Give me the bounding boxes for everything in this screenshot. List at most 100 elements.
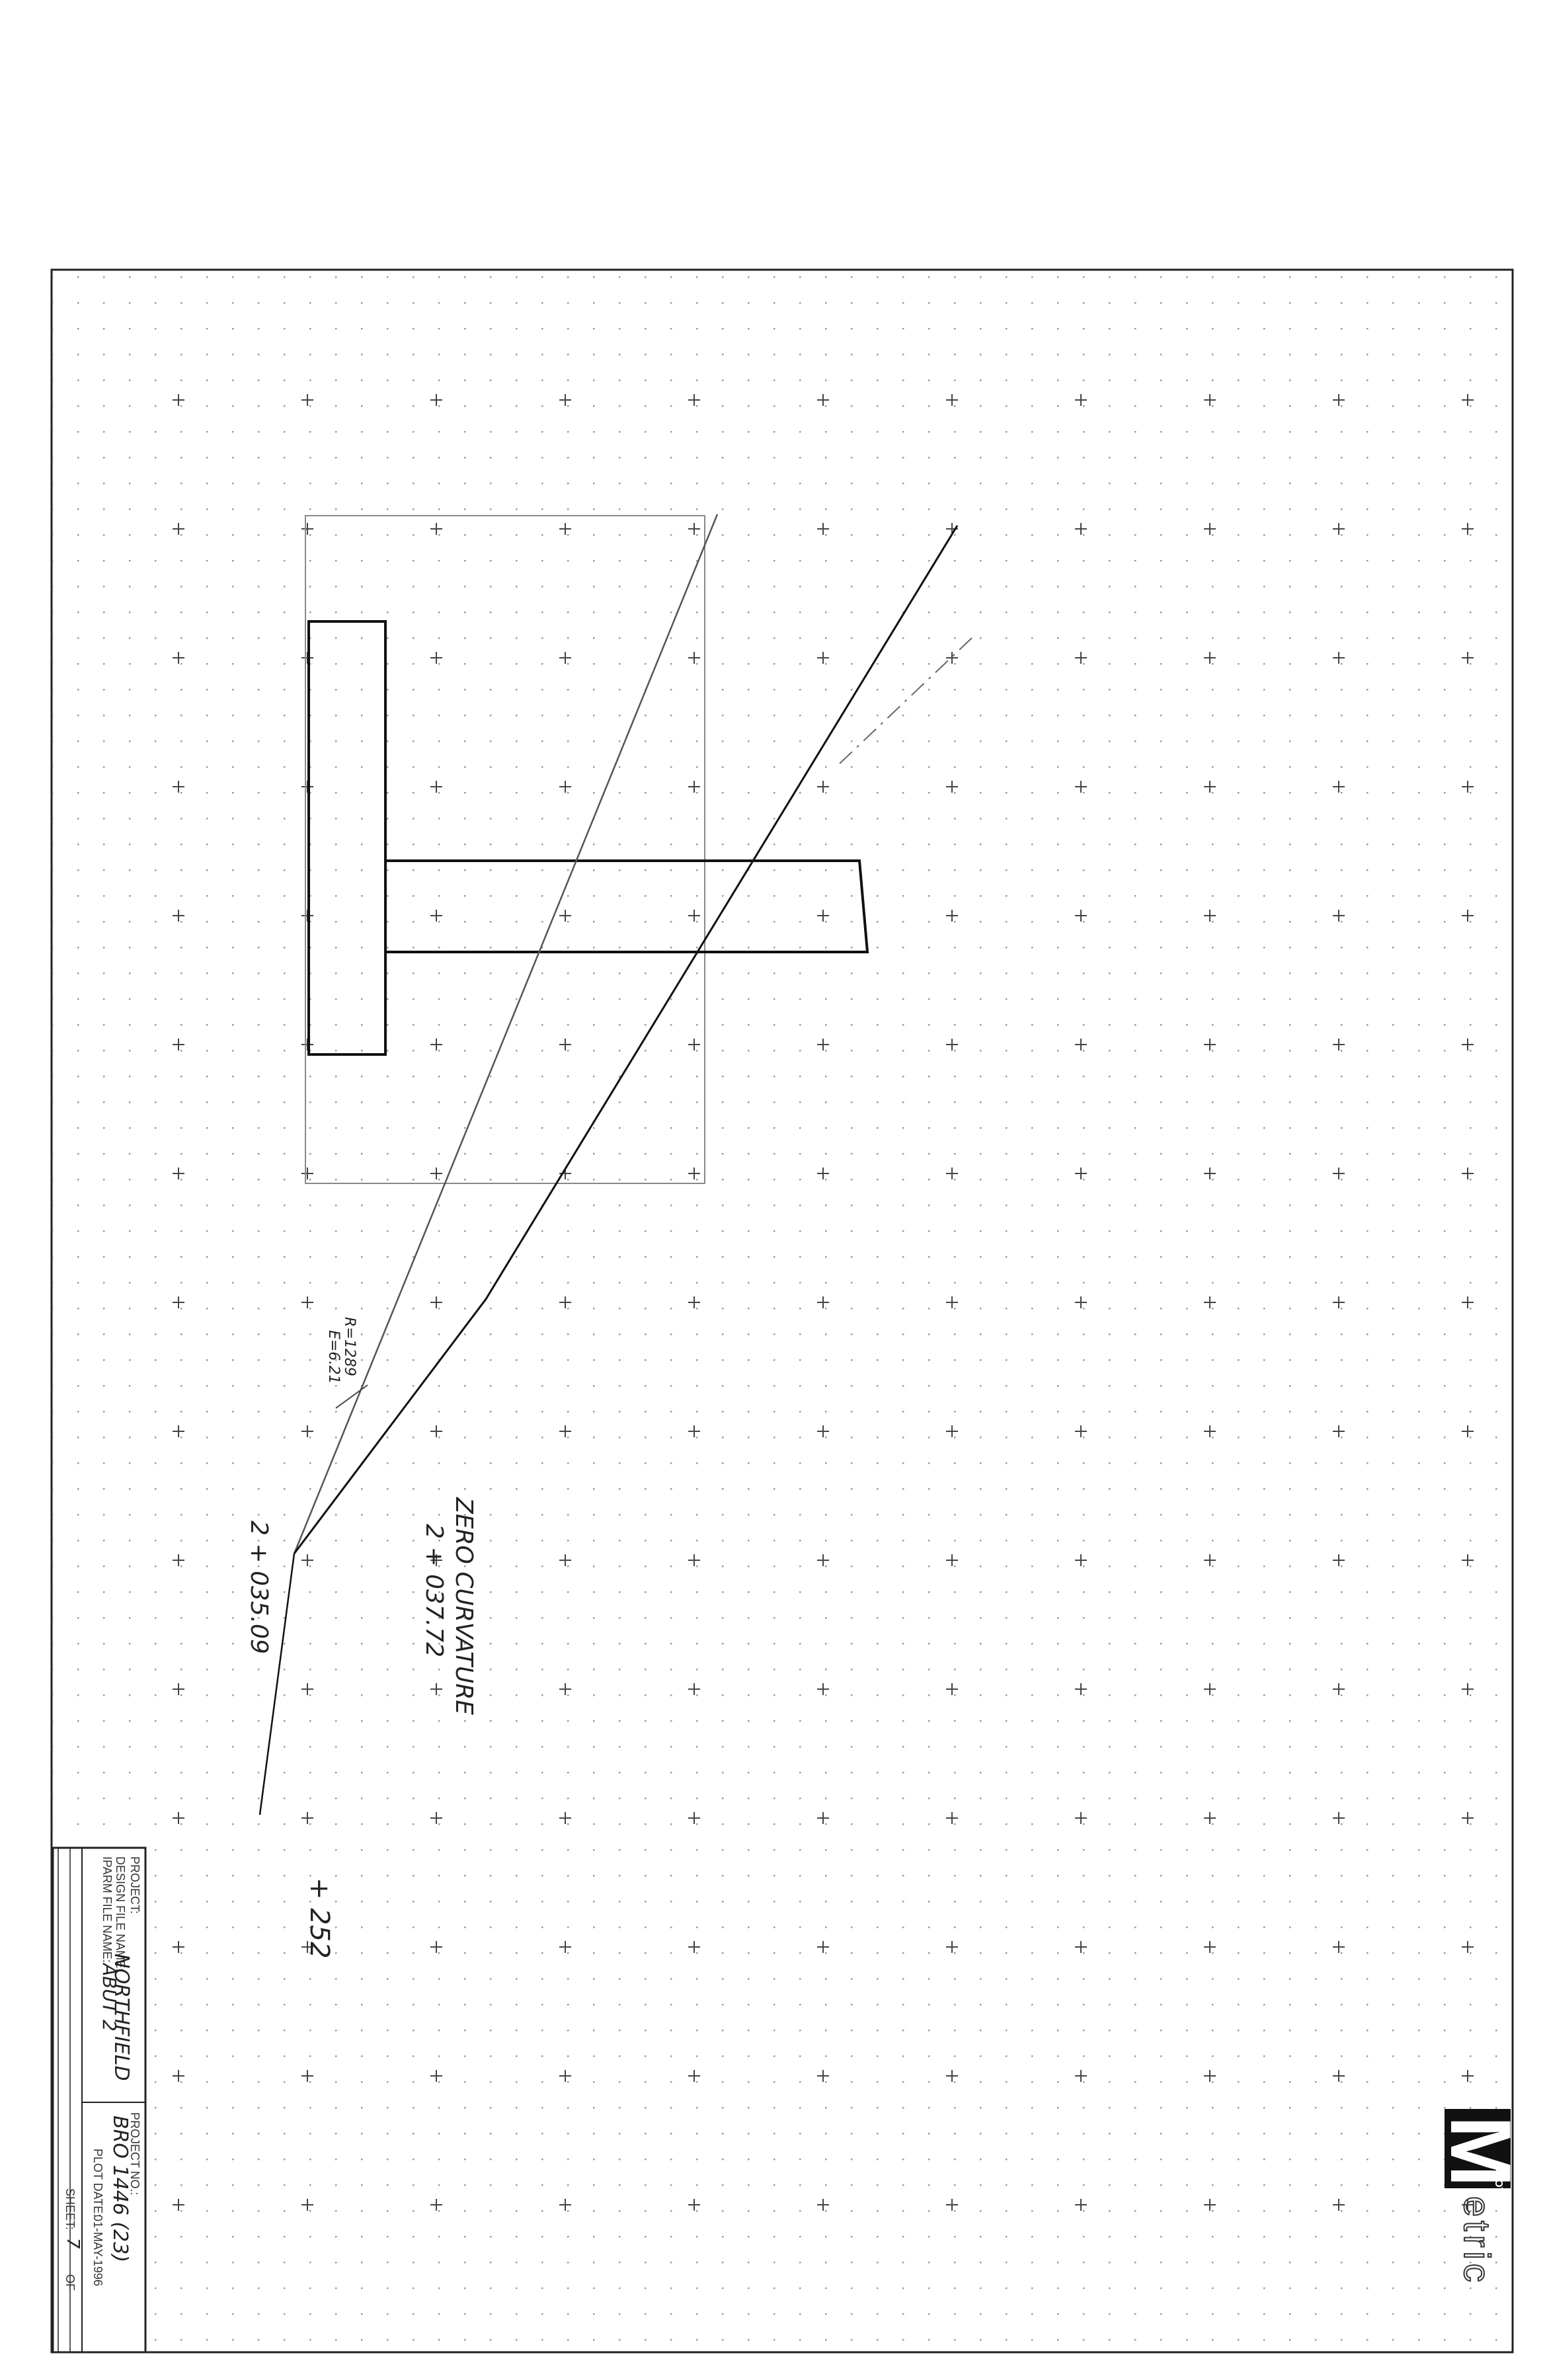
zero-curvature-label: ZERO CURVATURE xyxy=(450,1497,477,1715)
grid-cross xyxy=(301,1683,313,1695)
grid-cross xyxy=(946,2070,958,2082)
grid-cross xyxy=(559,1296,571,1308)
grid-cross xyxy=(1075,781,1087,793)
grid-cross xyxy=(430,1296,442,1308)
grid-cross xyxy=(430,523,442,535)
grid-cross xyxy=(1333,1812,1345,1824)
grid-cross xyxy=(1333,2070,1345,2082)
station-label-3: + 252 xyxy=(304,1878,335,1959)
metric-logo: M SDOT etric xyxy=(1433,2109,1529,2287)
grid-cross xyxy=(173,394,184,406)
grid-cross xyxy=(946,1812,958,1824)
grid-cross xyxy=(1333,1683,1345,1695)
grid-cross xyxy=(946,1039,958,1051)
grid-cross xyxy=(1204,1683,1216,1695)
grid-cross xyxy=(301,1168,313,1179)
grid-cross xyxy=(688,1554,700,1566)
grid-cross xyxy=(817,910,829,922)
grid-cross xyxy=(559,781,571,793)
parm-file-value: ABUT 2 xyxy=(99,1962,120,2032)
plot-date-label: PLOT DATE: xyxy=(91,2149,104,2217)
plot-date-value: 01-MAY-1996 xyxy=(91,2215,104,2286)
grid-cross xyxy=(1462,781,1474,793)
grid-cross xyxy=(946,652,958,664)
grid-cross xyxy=(946,1425,958,1437)
grid-cross xyxy=(173,1554,184,1566)
station-label-1: 2 + 035.09 xyxy=(245,1521,272,1654)
grid-cross xyxy=(946,1168,958,1179)
grid-cross xyxy=(688,523,700,535)
grid-cross xyxy=(430,1812,442,1824)
tangent-tail xyxy=(258,1553,296,1815)
grid-cross xyxy=(430,1941,442,1953)
grid-cross xyxy=(173,1039,184,1051)
grid-cross xyxy=(430,781,442,793)
grid-cross xyxy=(688,652,700,664)
grid-cross xyxy=(301,2070,313,2082)
project-label: PROJECT: xyxy=(128,1856,141,1914)
grid-cross xyxy=(173,652,184,664)
grid-cross xyxy=(1462,1941,1474,1953)
grid-crosses xyxy=(173,394,1474,2211)
metric-logo-tag: SDOT xyxy=(1493,2164,1504,2194)
grid-cross xyxy=(1462,523,1474,535)
grid-cross xyxy=(1075,1941,1087,1953)
grid-cross xyxy=(1204,781,1216,793)
grid-cross xyxy=(1075,1425,1087,1437)
grid-cross xyxy=(1204,1039,1216,1051)
grid-cross xyxy=(946,2199,958,2211)
grid-cross xyxy=(301,1425,313,1437)
note-leader xyxy=(335,1384,368,1409)
grid-cross xyxy=(817,652,829,664)
grid-cross xyxy=(1333,1941,1345,1953)
grid-cross xyxy=(301,523,313,535)
parm-file-label: IPARM FILE NAME: xyxy=(100,1856,114,1963)
grid-cross xyxy=(1333,394,1345,406)
grid-cross xyxy=(1333,781,1345,793)
title-block-frame xyxy=(52,1846,147,2354)
grid-cross xyxy=(817,1296,829,1308)
grid-cross xyxy=(430,1554,442,1566)
grid-cross xyxy=(173,1425,184,1437)
grid-cross xyxy=(1075,1168,1087,1179)
grid-cross xyxy=(1204,1812,1216,1824)
grid-cross xyxy=(946,781,958,793)
grid-cross xyxy=(688,394,700,406)
alignment-line-thin xyxy=(293,514,719,1554)
grid-cross xyxy=(817,523,829,535)
station-label-2: 2 + 037.72 xyxy=(420,1524,448,1657)
outline-box xyxy=(305,515,705,1184)
grid-cross xyxy=(688,1425,700,1437)
grid-cross xyxy=(301,1941,313,1953)
title-block: PROJECT: DESIGN FILE NAME: NORTHFIELD IP… xyxy=(52,1846,147,2354)
grid-cross xyxy=(1204,1941,1216,1953)
grid-cross xyxy=(559,1554,571,1566)
grid-cross xyxy=(1075,394,1087,406)
grid-cross xyxy=(817,2070,829,2082)
design-file-label: DESIGN FILE NAME: xyxy=(114,1856,127,1971)
grid-cross xyxy=(559,1683,571,1695)
grid-cross xyxy=(1462,1296,1474,1308)
grid-cross xyxy=(688,1941,700,1953)
grid-cross xyxy=(1462,2199,1474,2211)
grid-cross xyxy=(301,1554,313,1566)
grid-cross xyxy=(559,2070,571,2082)
grid-cross xyxy=(559,523,571,535)
grid-cross xyxy=(559,2199,571,2211)
grid-cross xyxy=(173,910,184,922)
grid-cross xyxy=(946,394,958,406)
grid-cross xyxy=(559,1425,571,1437)
grid-cross xyxy=(1075,1039,1087,1051)
grid-cross xyxy=(430,1683,442,1695)
grid-cross xyxy=(1462,1683,1474,1695)
sheet-label: SHEET: xyxy=(63,2188,77,2230)
grid-cross xyxy=(1462,2070,1474,2082)
abutment-wing xyxy=(385,859,869,953)
grid-cross xyxy=(430,1168,442,1179)
grid-cross xyxy=(1333,1425,1345,1437)
metric-logo-block xyxy=(1445,2109,1511,2188)
grid-cross xyxy=(1462,1425,1474,1437)
grid-cross xyxy=(688,1683,700,1695)
grid-cross xyxy=(559,652,571,664)
